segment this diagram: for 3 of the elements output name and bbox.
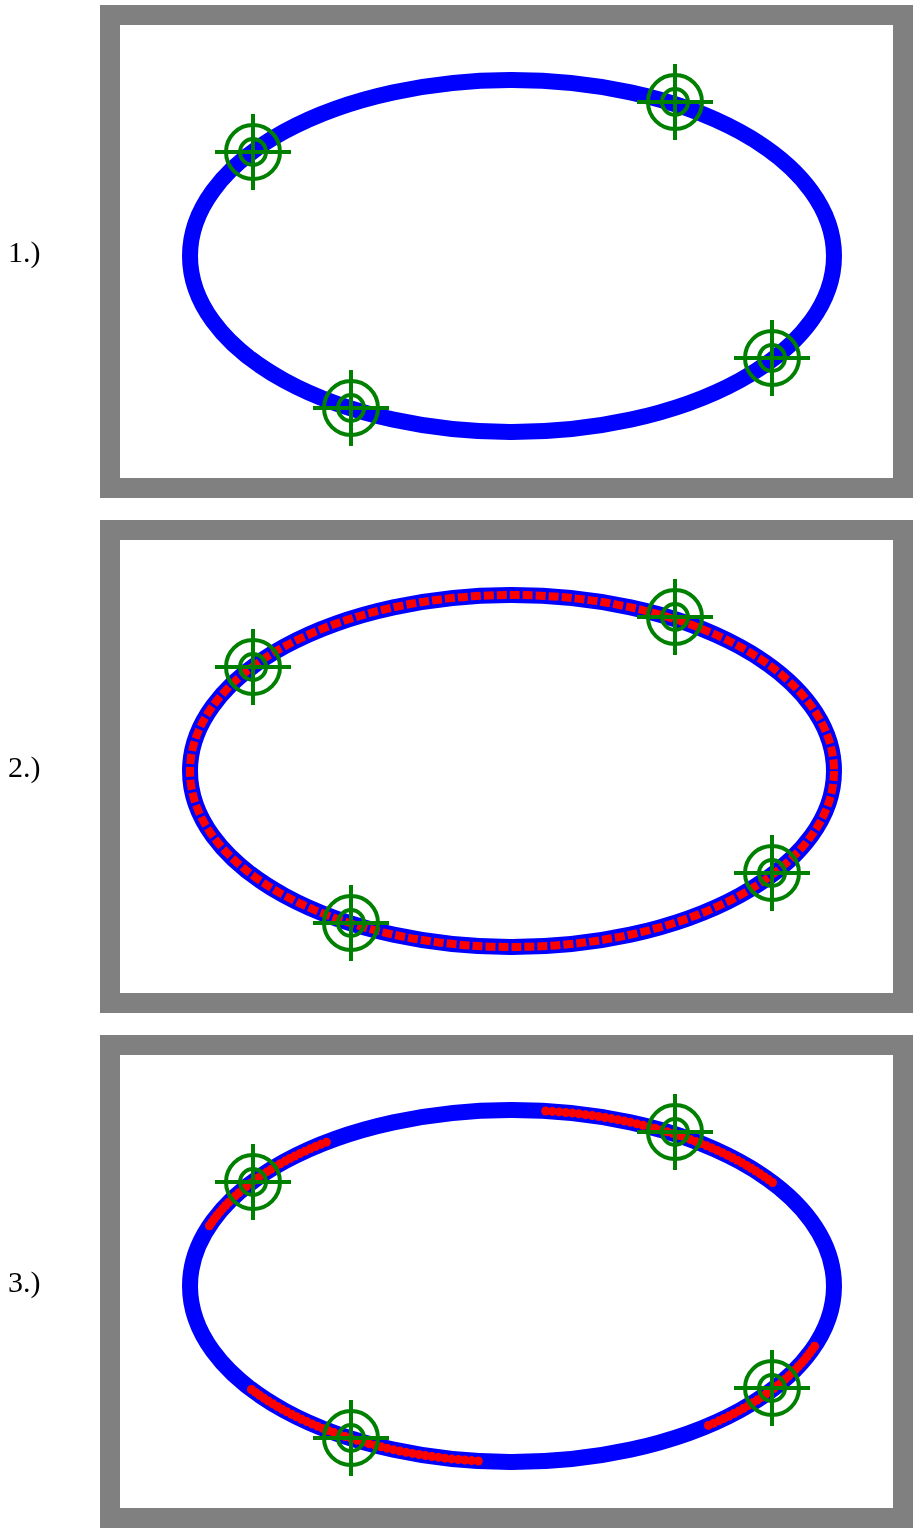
panel-number: 2.): [8, 750, 41, 784]
panel-number: 3.): [8, 1265, 41, 1299]
panel-number: 1.): [8, 235, 41, 269]
